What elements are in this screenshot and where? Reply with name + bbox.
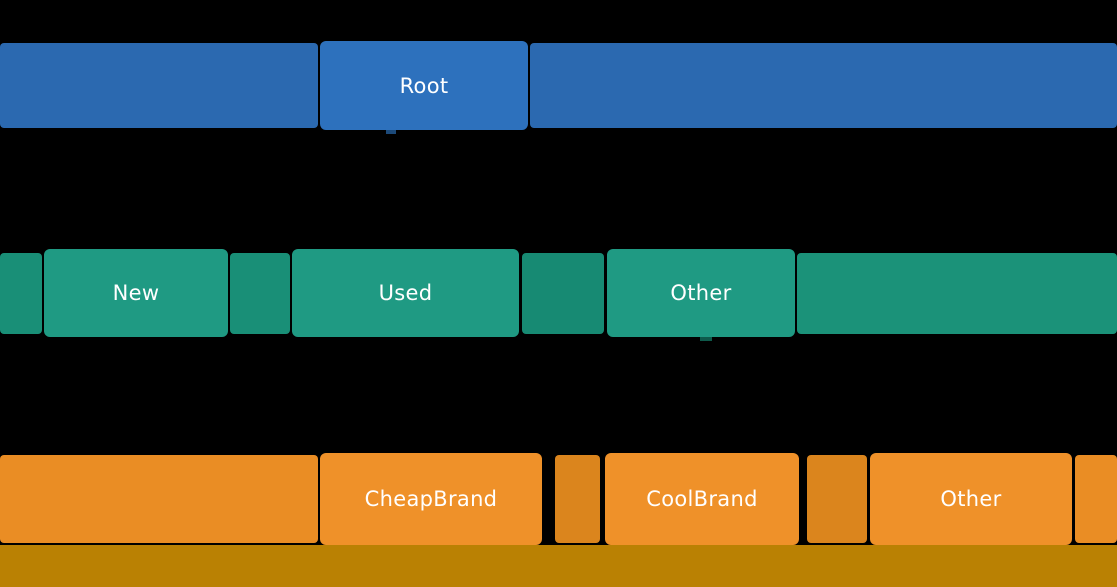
icicle-filler-segment[interactable] [555, 455, 600, 543]
node-label: Other [940, 487, 1002, 511]
node-other-brand[interactable]: Other [870, 453, 1072, 545]
connector-stub [700, 337, 712, 341]
node-other-condition[interactable]: Other [607, 249, 795, 337]
node-label: Root [399, 73, 449, 98]
pathbar-strip[interactable] [0, 545, 1117, 587]
icicle-filler-segment[interactable] [0, 253, 42, 334]
node-used[interactable]: Used [292, 249, 519, 337]
node-coolbrand[interactable]: CoolBrand [605, 453, 799, 545]
node-new[interactable]: New [44, 249, 228, 337]
icicle-filler-segment[interactable] [807, 455, 867, 543]
node-label: Used [378, 281, 433, 305]
node-label: CheapBrand [364, 487, 498, 511]
icicle-filler-segment[interactable] [0, 43, 318, 128]
node-root[interactable]: Root [320, 41, 528, 130]
node-label: New [112, 281, 160, 305]
icicle-filler-segment[interactable] [1075, 455, 1117, 543]
icicle-filler-segment[interactable] [530, 43, 1117, 128]
node-label: CoolBrand [646, 487, 758, 511]
icicle-filler-segment[interactable] [522, 253, 604, 334]
node-label: Other [670, 281, 732, 305]
icicle-filler-segment[interactable] [0, 455, 318, 543]
connector-stub [386, 130, 396, 134]
node-cheapbrand[interactable]: CheapBrand [320, 453, 542, 545]
icicle-filler-segment[interactable] [230, 253, 290, 334]
icicle-filler-segment[interactable] [797, 253, 1117, 334]
